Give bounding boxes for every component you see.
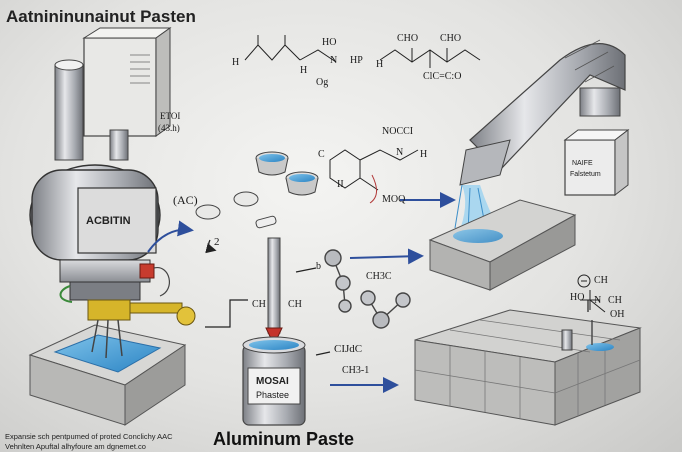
jar-label-2: Phastee [256,390,290,400]
box-label-2: Falstetum [570,171,601,178]
formula-ho: HO [322,37,337,48]
formula-n: N [330,55,338,66]
formula-hp: HP [350,55,363,66]
formula-ch3-1: CH3-1 [342,365,370,376]
molecule-model [324,249,411,329]
formula-clc: ClC=C:O [423,71,462,82]
mixer-machine [28,27,196,426]
structural-formula-mid [329,149,419,204]
formula-cho-1: CHO [397,33,419,44]
dishes [195,151,319,229]
box-label-1: NAIFE [572,160,593,167]
formula-cho-2: CHO [440,33,462,44]
minus-circle-icon [577,274,591,288]
formula-ii: II [337,179,344,190]
formula-right-ch3: CH [608,295,622,306]
spray-arm [428,39,630,291]
arrow-note: 2 [214,236,220,248]
arrow-black [205,239,217,254]
paste-jar [242,336,306,426]
formula-ch3c: CH3C [366,271,392,282]
formula-h-mid: H [420,149,428,160]
flow-arrows [147,192,456,393]
structural-formula-right [580,290,606,313]
probe-rod [265,237,283,347]
caption-line-2: Vehnlten Apuftal alhyfoure am dgnemet.co [5,442,146,451]
bottom-title: Aluminum Paste [213,429,355,449]
formula-ch-left: CH [252,299,266,310]
formula-moq: MOQ [382,194,406,205]
ac-label: (AC) [173,193,198,207]
caption-line-1: Expansie sch pentpumed of proted Conclic… [5,432,173,441]
jar-label-1: MOSAI [256,376,289,387]
formula-og: Og [316,77,329,88]
formula-right-n: N [594,295,602,306]
mold-block [28,324,187,426]
formula-ch-right: CH [288,299,302,310]
structural-formula-top [244,35,481,68]
formula-h-3: H [376,59,384,70]
formula-nocci: NOCCI [382,126,414,137]
formula-right-ch: CH [594,275,608,286]
formula-b: b [316,261,321,272]
formula-n-mid: N [396,147,404,158]
page-title: Aatnininunainut Pasten [6,7,196,26]
machine-label: ACBITIN [86,215,131,227]
formula-c: C [318,149,325,160]
formula-h-1: H [232,57,240,68]
machine-side-label-2: (43.h) [158,123,180,133]
connectors [205,267,589,356]
formula-right-ho: HO [570,292,585,303]
formula-h-2: H [300,65,308,76]
machine-side-label-1: ETOI [160,111,181,121]
block-stack [414,309,642,426]
formula-cijdc: CIJdC [334,343,363,355]
formula-right-oh: OH [610,309,625,320]
